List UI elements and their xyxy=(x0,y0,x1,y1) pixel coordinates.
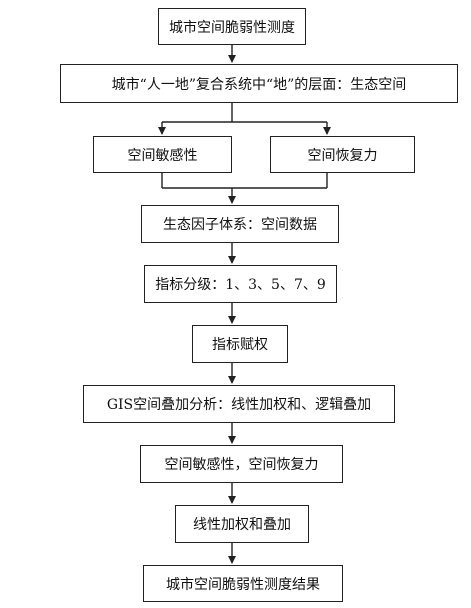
node-sensitivity-and-resilience: 空间敏感性，空间恢复力 xyxy=(140,445,343,483)
node-ecological-factor-system: 生态因子体系：空间数据 xyxy=(141,205,339,243)
node-urban-vulnerability-measure: 城市空间脆弱性测度 xyxy=(158,8,306,45)
node-spatial-resilience: 空间恢复力 xyxy=(270,136,415,173)
node-gis-overlay-analysis: GIS空间叠加分析：线性加权和、逻辑叠加 xyxy=(83,385,395,423)
node-indicator-weighting: 指标赋权 xyxy=(192,325,288,363)
node-vulnerability-result: 城市空间脆弱性测度结果 xyxy=(143,565,343,602)
node-linear-weighted-overlay: 线性加权和叠加 xyxy=(175,505,309,543)
node-spatial-sensitivity: 空间敏感性 xyxy=(93,136,232,173)
node-ecological-space-layer: 城市“人一地”复合系统中“地”的层面：生态空间 xyxy=(60,64,458,103)
node-indicator-grading: 指标分级：1、3、5、7、9 xyxy=(144,265,337,303)
